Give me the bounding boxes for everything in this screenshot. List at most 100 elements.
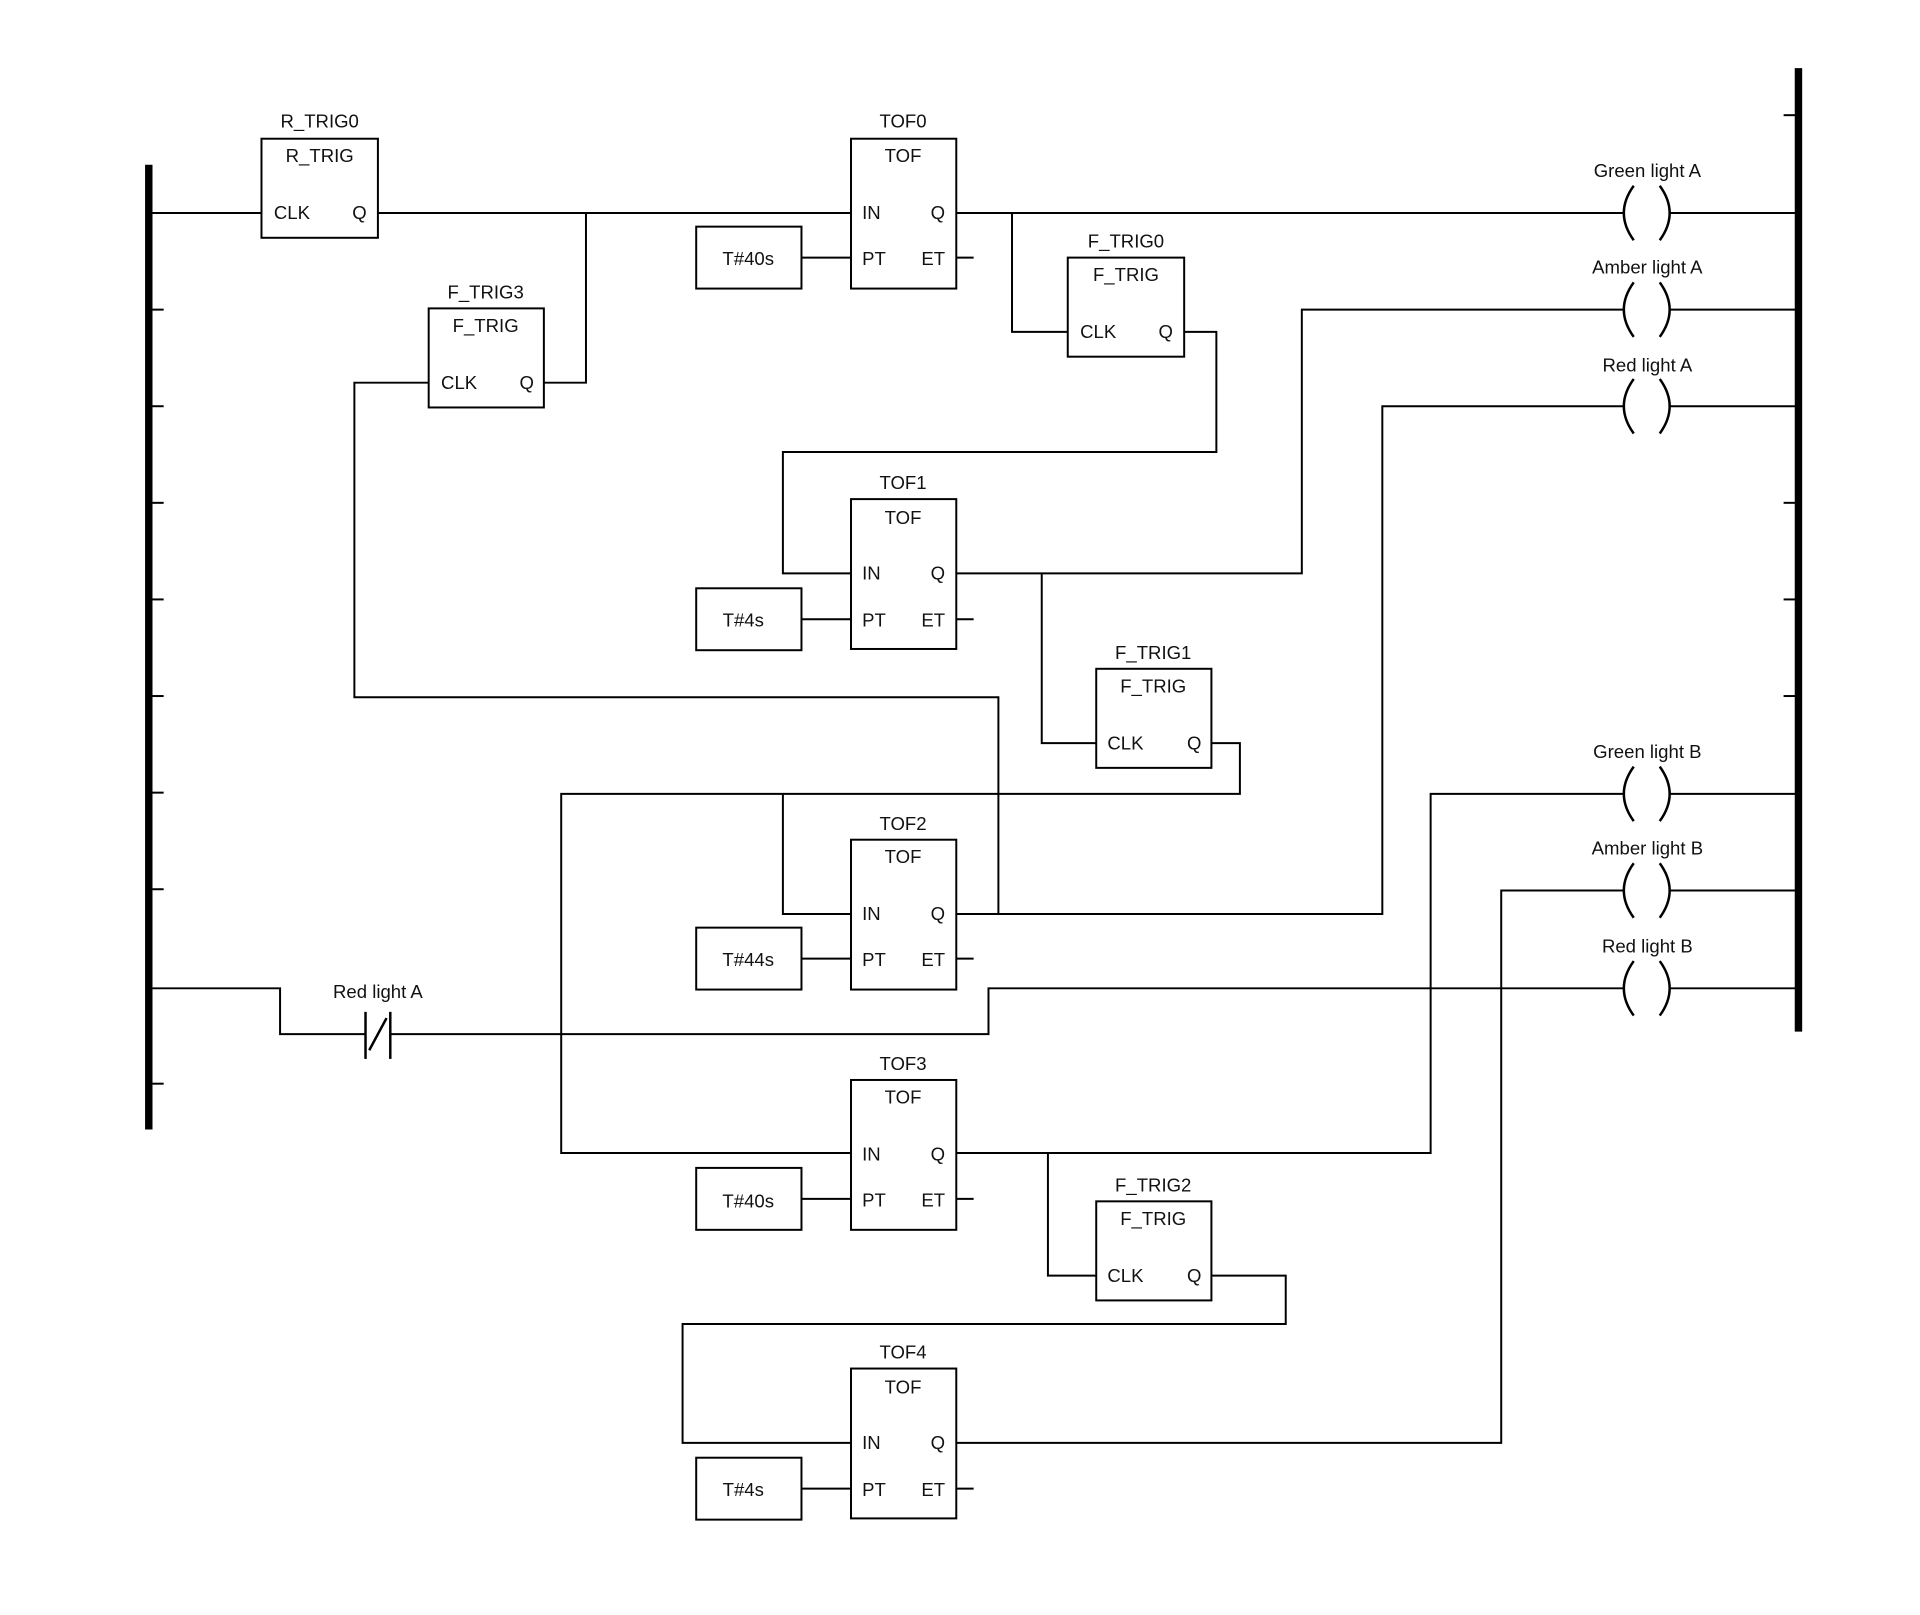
pin-et-label: ET [921, 248, 945, 269]
wiring [148, 212, 1799, 1490]
preset-box [695, 926, 803, 991]
coil-label: Amber light A [1592, 257, 1703, 278]
pin-clk-label: CLK [1107, 732, 1144, 753]
pin-q-label: Q [1159, 321, 1173, 342]
coil-symbol [1622, 765, 1671, 822]
preset-value: T#40s [722, 1191, 774, 1212]
r-trig0-block: R_TRIG0 R_TRIG CLK Q [260, 111, 379, 239]
wire-tof4-amber-b [956, 889, 1624, 1444]
block-type-label: TOF [885, 145, 922, 166]
pin-in-label: IN [862, 202, 881, 223]
pin-pt-label: PT [862, 949, 886, 970]
coil-red-light-b: Red light B [1602, 935, 1693, 1017]
pin-q-label: Q [931, 903, 945, 924]
pin-et-label: ET [921, 610, 945, 631]
block-type-label: F_TRIG [453, 315, 519, 337]
pin-et-label: ET [921, 949, 945, 970]
left-power-rail [145, 164, 164, 1130]
wire-tof1-amber-a [956, 308, 1624, 575]
pin-in-label: IN [862, 563, 881, 584]
wire-ftrig0-tof1 [781, 330, 1218, 575]
block-type-label: TOF [885, 846, 922, 867]
f-trig3-block: F_TRIG3 F_TRIG CLK Q [427, 281, 545, 409]
block-type-label: F_TRIG [1093, 264, 1159, 286]
wire-tof0-ftrig0 [1011, 213, 1068, 333]
right-power-rail [1783, 68, 1803, 1032]
preset-box [695, 1166, 803, 1231]
pin-q-label: Q [1187, 1265, 1201, 1286]
pin-q-label: Q [931, 1143, 945, 1164]
pin-clk-label: CLK [1107, 1265, 1144, 1286]
preset-value: T#44s [722, 949, 774, 970]
pin-in-label: IN [862, 1432, 881, 1453]
pin-q-label: Q [520, 372, 534, 393]
pin-clk-label: CLK [1080, 321, 1117, 342]
preset-value: T#40s [722, 248, 774, 269]
block-instance-name: F_TRIG2 [1115, 1174, 1191, 1196]
block-instance-name: TOF1 [879, 472, 926, 493]
block-instance-name: TOF3 [879, 1053, 926, 1074]
block-type-label: TOF [885, 1376, 922, 1397]
preset-value: T#4s [723, 1479, 764, 1500]
block-instance-name: F_TRIG3 [447, 281, 523, 303]
coil-green-light-a: Green light A [1594, 160, 1702, 241]
pin-pt-label: PT [862, 1479, 886, 1500]
coil-symbol [1622, 862, 1671, 919]
coil-amber-light-a: Amber light A [1592, 257, 1703, 338]
pin-in-label: IN [862, 903, 881, 924]
wire-rail-contact [148, 987, 366, 1036]
block-instance-name: TOF2 [879, 813, 926, 834]
contact-nc-slash [368, 1017, 388, 1051]
tof4-block: TOF4 TOF IN Q PT ET T#4s [695, 1342, 958, 1521]
wire-tof2-ftrig3 [353, 381, 1000, 915]
coil-symbol [1622, 960, 1671, 1017]
pin-et-label: ET [921, 1189, 945, 1210]
coil-label: Green light A [1594, 160, 1702, 181]
tof2-block: TOF2 TOF IN Q PT ET T#44s [695, 813, 958, 991]
f-trig1-block: F_TRIG1 F_TRIG CLK Q [1095, 642, 1213, 769]
pin-in-label: IN [862, 1143, 881, 1164]
coil-label: Red light A [1602, 355, 1692, 376]
pin-pt-label: PT [862, 248, 886, 269]
block-instance-name: F_TRIG1 [1115, 642, 1191, 664]
block-type-label: TOF [885, 1087, 922, 1108]
wire-tof3-green-b [956, 792, 1624, 1155]
block-instance-name: R_TRIG0 [280, 111, 358, 133]
block-instance-name: TOF4 [879, 1342, 926, 1363]
block-type-label: TOF [885, 507, 922, 528]
coil-green-light-b: Green light B [1593, 741, 1702, 822]
block-instance-name: TOF0 [879, 111, 926, 132]
coil-symbol [1622, 185, 1671, 241]
coil-label: Green light B [1593, 741, 1701, 762]
wire-ftrig1-bus [560, 742, 1241, 1155]
pin-q-label: Q [352, 202, 366, 223]
coil-red-light-a: Red light A [1602, 355, 1693, 435]
pin-pt-label: PT [862, 1189, 886, 1210]
wire-contact-red-b [390, 987, 1624, 1036]
pin-q-label: Q [931, 563, 945, 584]
wire-bus-tof2 [781, 793, 852, 916]
block-type-label: R_TRIG [286, 145, 354, 167]
coil-label: Amber light B [1592, 838, 1703, 859]
f-trig0-block: F_TRIG0 F_TRIG CLK Q [1066, 231, 1186, 358]
tof0-block: TOF0 TOF IN Q PT ET T#40s [695, 111, 958, 290]
wire-tof1-ftrig1 [1040, 573, 1097, 745]
coil-label: Red light B [1602, 935, 1693, 956]
contact-label: Red light A [333, 981, 423, 1002]
block-type-label: F_TRIG [1120, 1208, 1186, 1230]
pin-et-label: ET [921, 1479, 945, 1500]
coil-symbol [1622, 281, 1671, 338]
preset-box [695, 587, 803, 652]
f-trig2-block: F_TRIG2 F_TRIG CLK Q [1095, 1174, 1213, 1302]
pin-clk-label: CLK [441, 372, 478, 393]
coil-symbol [1622, 378, 1671, 435]
pin-pt-label: PT [862, 610, 886, 631]
contact-red-light-a-nc: Red light A [333, 981, 423, 1059]
preset-box [695, 1456, 803, 1521]
pin-q-label: Q [1187, 732, 1201, 753]
pin-q-label: Q [931, 1432, 945, 1453]
tof1-block: TOF1 TOF IN Q PT ET T#4s [695, 472, 958, 652]
block-instance-name: F_TRIG0 [1088, 231, 1164, 253]
pin-q-label: Q [931, 202, 945, 223]
